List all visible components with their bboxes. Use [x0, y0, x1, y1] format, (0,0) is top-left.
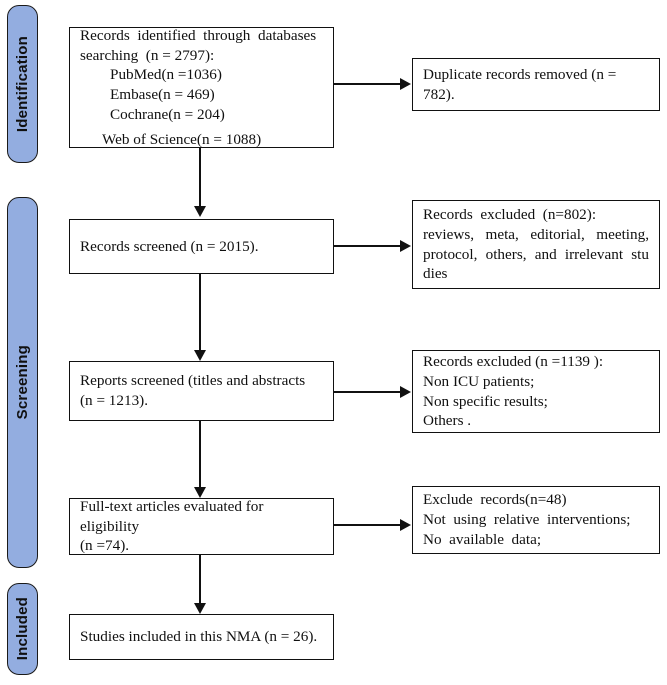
records-identified-line-1: Records identified through databases: [80, 26, 317, 44]
arrowhead-identified-to-duplicates: [400, 77, 411, 90]
records-excluded-802-reasons: reviews, meta, editorial, meeting, proto…: [423, 225, 657, 283]
box-reports-screened: Reports screened (titles and abstracts (…: [69, 361, 334, 421]
stage-bar-included: Included: [7, 583, 38, 675]
connector-reports-to-fulltext: [199, 421, 202, 489]
records-identified-web-of-science: Web of Science(n = 1088): [102, 130, 262, 148]
connector-identified-to-duplicates: [334, 83, 402, 86]
box-studies-included: Studies included in this NMA (n = 26).: [69, 614, 334, 660]
stage-label-identification: Identification: [14, 35, 31, 133]
connector-screened-to-excluded-802: [334, 245, 402, 248]
records-excluded-1139-heading: Records excluded (n =1139 ):: [423, 353, 604, 370]
records-excluded-1139-reason-1: Non ICU patients;: [423, 372, 535, 390]
fulltext-articles-line-2: (n =74).: [80, 537, 130, 555]
box-fulltext-articles-evaluated: Full-text articles evaluated for eligibi…: [69, 498, 334, 555]
duplicate-records-removed-text: Duplicate records removed (n = 782).: [423, 65, 621, 103]
stage-label-included: Included: [14, 597, 31, 661]
exclude-records-48-heading: Exclude records(n=48): [423, 491, 567, 509]
connector-fulltext-to-exclude-48: [334, 524, 402, 527]
records-excluded-802-heading: Records excluded (n=802):: [423, 206, 597, 223]
box-duplicate-records-removed: Duplicate records removed (n = 782).: [412, 58, 660, 111]
connector-identified-to-screened: [199, 148, 202, 208]
box-records-excluded-1139: Records excluded (n =1139 ): Non ICU pat…: [412, 350, 660, 433]
arrowhead-fulltext-to-included: [193, 603, 206, 614]
records-identified-cochrane: Cochrane(n = 204): [110, 105, 225, 123]
records-excluded-1139-reason-2: Non specific results;: [423, 392, 548, 410]
arrowhead-reports-to-fulltext: [193, 487, 206, 498]
arrowhead-screened-to-excluded-802: [400, 239, 411, 252]
stage-bar-identification: Identification: [7, 5, 38, 163]
box-exclude-records-48: Exclude records(n=48) Not using relative…: [412, 486, 660, 554]
arrowhead-screened-to-reports: [193, 350, 206, 361]
box-records-identified: Records identified through databases sea…: [69, 27, 334, 148]
studies-included-text: Studies included in this NMA (n = 26).: [80, 628, 318, 646]
records-identified-embase: Embase(n = 469): [110, 86, 215, 103]
arrowhead-fulltext-to-exclude-48: [400, 518, 411, 531]
records-identified-pubmed: PubMed(n =1036): [110, 66, 222, 84]
box-records-screened: Records screened (n = 2015).: [69, 219, 334, 274]
reports-screened-line-2: (n = 1213).: [80, 392, 149, 409]
stage-label-screening: Screening: [14, 345, 31, 420]
records-excluded-1139-reason-3: Others .: [423, 412, 472, 430]
fulltext-articles-line-1: Full-text articles evaluated for eligibi…: [80, 497, 268, 535]
box-records-excluded-802: Records excluded (n=802): reviews, meta,…: [412, 200, 660, 289]
arrowhead-reports-to-excluded-1139: [400, 385, 411, 398]
connector-fulltext-to-included: [199, 555, 202, 605]
reports-screened-line-1: Reports screened (titles and abstracts: [80, 372, 306, 390]
stage-bar-screening: Screening: [7, 197, 38, 568]
exclude-records-48-reason-1: Not using relative interventions;: [423, 511, 631, 529]
exclude-records-48-reason-2: No available data;: [423, 530, 542, 548]
connector-reports-to-excluded-1139: [334, 391, 402, 394]
arrowhead-identified-to-screened: [193, 206, 206, 217]
records-screened-text: Records screened (n = 2015).: [80, 237, 259, 255]
records-identified-line-2: searching (n = 2797):: [80, 46, 215, 64]
connector-screened-to-reports: [199, 274, 202, 352]
